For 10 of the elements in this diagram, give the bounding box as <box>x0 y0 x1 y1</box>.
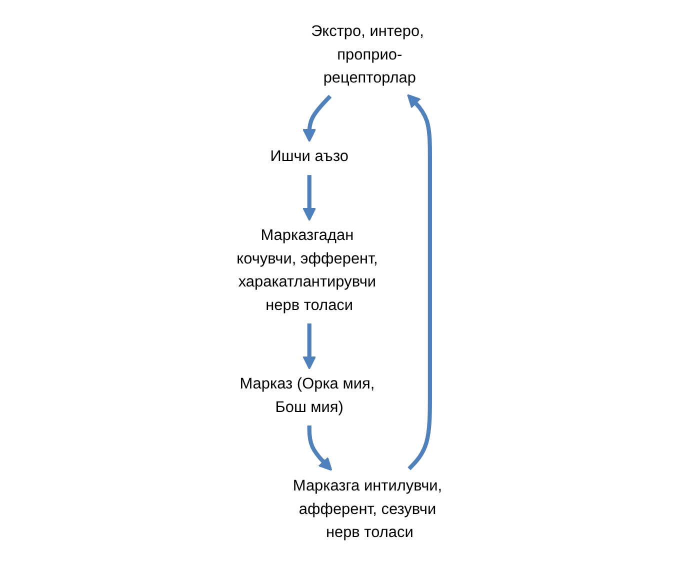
arrow <box>302 175 316 222</box>
arrow <box>407 94 432 470</box>
step-label: Марказгадан кочувчи, эфферент, харакатлантирувчи нерв толаси <box>236 226 378 314</box>
step-label: Марказ (Орка мия, Бош мия) <box>240 375 375 416</box>
step-label: Экстро, интеро, проприо-рецепторлар <box>311 22 424 86</box>
arrow <box>302 94 332 142</box>
arrow <box>302 323 316 370</box>
step-label: Ишчи аъзо <box>270 148 348 166</box>
arrow <box>307 426 332 471</box>
step-label: Марказга интилувчи, афферент, сезувчи нерв толаси <box>292 477 442 541</box>
